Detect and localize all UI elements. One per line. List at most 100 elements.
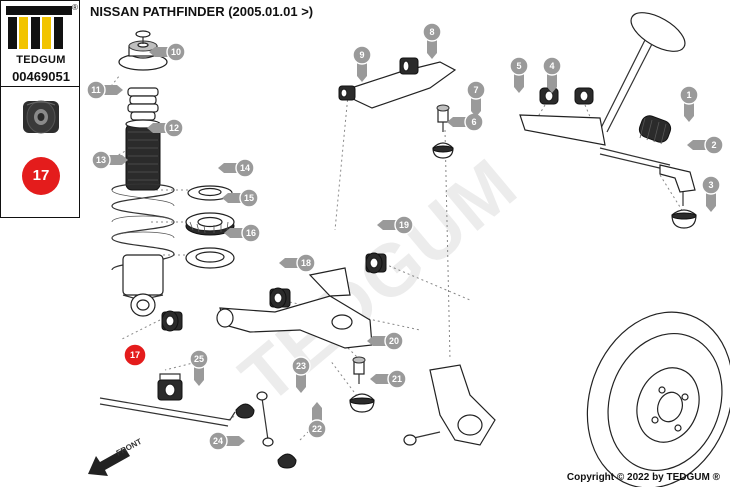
callout-8-label: 8 <box>429 27 434 37</box>
callout-5-circle <box>509 56 529 76</box>
callout-12-circle <box>164 118 184 138</box>
callout-23-circle <box>291 356 311 376</box>
callout-13-label: 13 <box>96 155 106 165</box>
callout-7: 7 <box>466 80 486 117</box>
callout-17: 17 <box>123 343 147 367</box>
callout-7-label: 7 <box>473 85 478 95</box>
bushing-19 <box>365 252 387 274</box>
callout-16-circle <box>241 223 261 243</box>
callout-1: 1 <box>679 85 699 122</box>
callout-20-label: 20 <box>389 336 399 346</box>
callout-14-label: 14 <box>240 163 250 173</box>
callout-22: 22 <box>307 402 327 439</box>
bushing-thumbnail <box>23 100 59 134</box>
callout-16: 16 <box>224 223 261 243</box>
callout-19: 19 <box>377 215 414 235</box>
callout-22-circle <box>307 419 327 439</box>
callout-25: 25 <box>189 349 209 386</box>
callout-24-circle <box>208 431 228 451</box>
stabilizer-link <box>235 391 297 469</box>
callout-13-circle <box>91 150 111 170</box>
callout-9: 9 <box>352 45 372 82</box>
rack-boot <box>638 115 672 145</box>
tedgum-logo-icon <box>6 6 72 49</box>
callout-25-circle <box>189 349 209 369</box>
bump-stop <box>127 87 159 121</box>
callout-4-circle <box>542 56 562 76</box>
part-number: 00469051 <box>12 69 70 84</box>
callout-19-circle <box>394 215 414 235</box>
callout-16-label: 16 <box>246 228 256 238</box>
callout-12: 12 <box>147 118 184 138</box>
callout-12-label: 12 <box>169 123 179 133</box>
brand-name: TEDGUM <box>16 54 66 66</box>
steering-rack <box>519 114 671 171</box>
callout-10-label: 10 <box>171 47 181 57</box>
callout-2: 2 <box>687 135 724 155</box>
callout-17-label: 17 <box>130 350 140 360</box>
callout-15: 15 <box>222 188 259 208</box>
callout-2-circle <box>704 135 724 155</box>
ball-joint-upper <box>436 104 450 132</box>
callout-14-circle <box>235 158 255 178</box>
callout-20: 20 <box>367 331 404 351</box>
registered-mark: ® <box>72 3 78 12</box>
callout-9-label: 9 <box>359 50 364 60</box>
callout-6: 6 <box>447 112 484 132</box>
callout-3: 3 <box>701 175 721 212</box>
front-arrow: FRONT <box>88 437 143 476</box>
spring-seat-upper <box>187 185 233 201</box>
callout-21: 21 <box>370 369 407 389</box>
highlight-part-badge: 17 <box>22 157 60 195</box>
callout-14: 14 <box>218 158 255 178</box>
coil-spring <box>111 183 175 317</box>
callout-13: 13 <box>91 150 128 170</box>
callout-8-circle <box>422 22 442 42</box>
callout-18: 18 <box>279 253 316 273</box>
callout-3-label: 3 <box>708 180 713 190</box>
callout-markers: 1234567891011121314151617181920212223242… <box>86 22 724 451</box>
strut-top-mount <box>118 30 168 71</box>
copyright-notice: Copyright © 2022 by TEDGUM ® <box>566 472 720 483</box>
callout-4: 4 <box>542 56 562 93</box>
bushing-18 <box>269 287 291 309</box>
bushing-17 <box>161 310 183 332</box>
boot-upper <box>432 142 454 159</box>
callout-23: 23 <box>291 356 311 393</box>
strut-bearing <box>185 212 235 236</box>
steering-knuckle <box>403 364 496 446</box>
callout-18-label: 18 <box>301 258 311 268</box>
callout-15-circle <box>239 188 259 208</box>
callout-1-circle <box>679 85 699 105</box>
callout-21-circle <box>387 369 407 389</box>
divider <box>1 86 79 87</box>
spring-seat-lower <box>185 247 235 269</box>
boot-lower <box>349 393 375 413</box>
upper-control-arm <box>338 57 457 109</box>
callout-9-circle <box>352 45 372 65</box>
tie-rod-boot <box>671 209 697 229</box>
callout-17-circle <box>123 343 147 367</box>
tie-rod-end <box>659 164 696 206</box>
callout-21-label: 21 <box>392 374 402 384</box>
callout-6-label: 6 <box>471 117 476 127</box>
callout-2-label: 2 <box>711 140 716 150</box>
callout-7-circle <box>466 80 486 100</box>
callout-19-label: 19 <box>399 220 409 230</box>
rack-bushings <box>539 87 594 105</box>
page-title: NISSAN PATHFINDER (2005.01.01 >) <box>90 4 314 19</box>
callout-5-label: 5 <box>516 61 521 71</box>
callout-22-label: 22 <box>312 424 322 434</box>
callout-3-circle <box>701 175 721 195</box>
steering-column <box>599 12 686 133</box>
callout-23-label: 23 <box>296 361 306 371</box>
callout-4-label: 4 <box>549 61 554 71</box>
callout-11-label: 11 <box>91 85 101 95</box>
stabilizer-bar <box>99 373 236 427</box>
callout-20-circle <box>384 331 404 351</box>
callout-10-circle <box>166 42 186 62</box>
part-info-panel: ® TEDGUM 00469051 17 <box>0 0 80 218</box>
wheel <box>586 311 730 487</box>
